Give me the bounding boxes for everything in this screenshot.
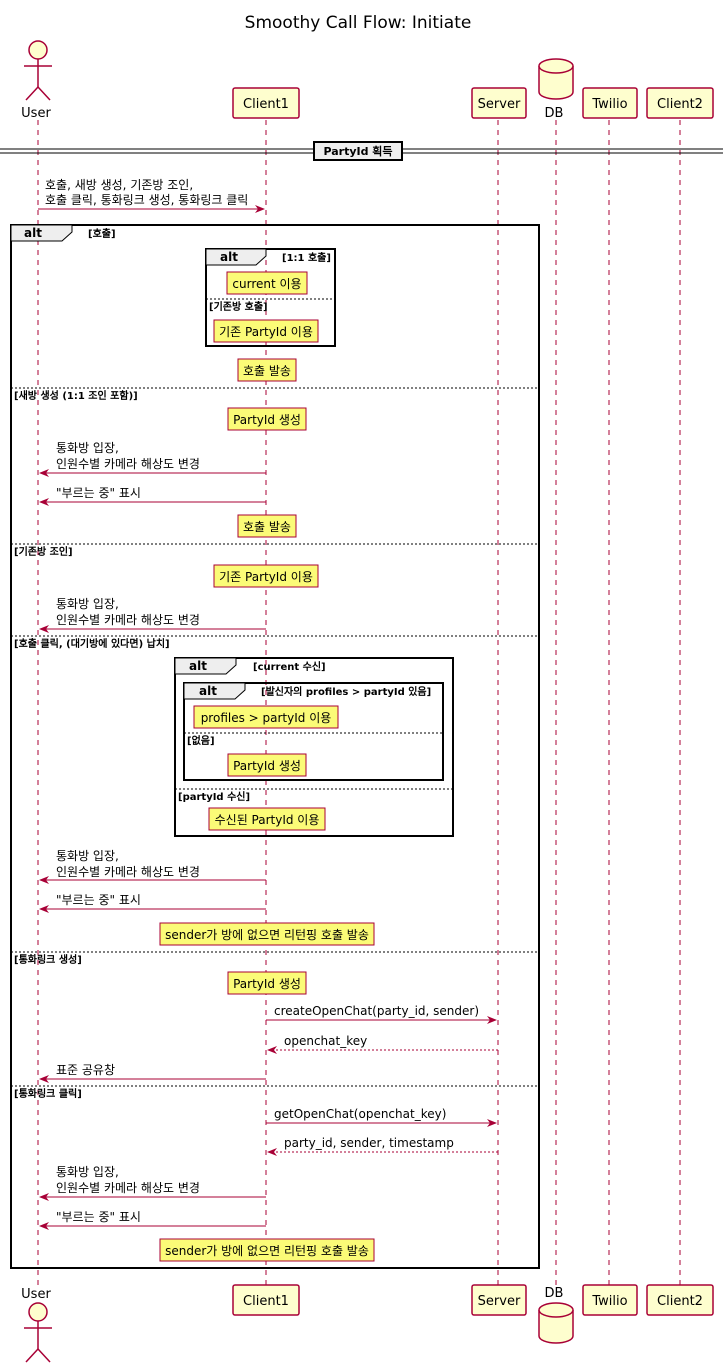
message-label: 호출, 새방 생성, 기존방 조인, [45,178,193,192]
note-text: sender가 방에 없으면 리턴핑 호출 발송 [165,1244,369,1258]
alt-else-guard: [partyId 수신] [178,790,250,803]
message-label: createOpenChat(party_id, sender) [274,1004,479,1018]
alt-keyword: alt [220,250,238,264]
note-text: 호출 발송 [243,520,291,534]
participant-server-box [471,1284,527,1316]
participant-client2-label: Client2 [657,1294,703,1309]
note-box [237,358,297,382]
participant-db-label: DB [545,106,564,121]
message-label: 표준 공유창 [56,1063,115,1077]
alt-else-guard: [통화링크 생성] [14,953,82,966]
note-box [193,705,339,729]
alt-else-guard: [없음] [187,734,215,747]
note-box [227,971,307,995]
note-box [159,922,375,946]
participant-twilio-box [582,1284,638,1316]
note-box [226,271,308,295]
message-label: 인원수별 카메라 해상도 변경 [56,1181,200,1195]
participant-client1-label: Client1 [243,97,289,112]
participants-bottom: User Client1 Server DB Twilio Client2 [21,1284,714,1363]
note-text: PartyId 생성 [233,759,301,773]
note-text: 호출 발송 [243,364,291,378]
participant-client1-box [232,1284,300,1316]
participant-server-label: Server [478,97,521,112]
participant-user-label: User [21,1287,51,1302]
alt-frame-inner: alt [발신자의 profiles > partyId 있음] [없음] [183,682,444,781]
note-box [227,753,307,777]
database-icon [538,1302,574,1344]
database-icon [538,58,574,100]
alt-keyword: alt [189,659,207,673]
alt-frame-inner: alt [1:1 호출] [기존방 호출] [205,248,336,347]
message-label: 통화방 입장, [56,441,119,455]
alt-else-guard: [기존방 호출] [209,300,268,313]
note-text: profiles > partyId 이용 [201,711,332,725]
participant-db-label: DB [545,1286,564,1301]
message-label: 호출 클릭, 통화링크 생성, 통화링크 클릭 [45,193,248,207]
alt-else-guard: [기존방 조인] [14,545,73,558]
note-box [159,1238,375,1262]
divider: PartyId 획득 [0,141,723,161]
alt-else-guard: [호출 클릭, (대기방에 있다면) 납치] [14,637,170,650]
alt-guard: [호출] [88,227,116,240]
message-label: 통화방 입장, [56,1165,119,1179]
note-box [237,514,297,538]
alt-else-guard: [새방 생성 (1:1 조인 포함)] [14,389,138,402]
actor-icon [24,1302,52,1363]
participant-client2-box [646,87,714,119]
participant-client1-box [232,87,300,119]
message-label: party_id, sender, timestamp [284,1136,454,1150]
diagram-title: Smoothy Call Flow: Initiate [245,13,472,33]
note-box [227,407,307,431]
note-text: 기존 PartyId 이용 [219,570,313,584]
alt-keyword: alt [24,226,42,240]
message-label: 인원수별 카메라 해상도 변경 [56,865,200,879]
alt-frame-outer: alt [호출] [10,224,540,1269]
note-text: 기존 PartyId 이용 [219,325,313,339]
participant-client2-label: Client2 [657,97,703,112]
note-box [208,807,326,831]
participant-twilio-label: Twilio [591,97,627,112]
note-text: current 이용 [232,277,301,291]
note-text: PartyId 생성 [233,413,301,427]
alt-frame-inner: alt [current 수신] [partyId 수신] [174,657,454,837]
participants-top: User Client1 Server DB Twilio Client2 [21,40,714,121]
message-label: 통화방 입장, [56,597,119,611]
actor-icon [24,40,52,101]
message-label: openchat_key [284,1034,367,1048]
note-text: sender가 방에 없으면 리턴핑 호출 발송 [165,928,369,942]
note-box [213,564,319,588]
message-label: getOpenChat(openchat_key) [274,1107,446,1121]
divider-label: PartyId 획득 [323,144,392,158]
participant-server-label: Server [478,1294,521,1309]
message-label: "부르는 중" 표시 [56,893,141,907]
alt-guard: [1:1 호출] [282,251,331,264]
alt-else-guard: [통화링크 클릭] [14,1088,82,1100]
note-box [213,319,319,343]
participant-client2-box [646,1284,714,1316]
alt-keyword: alt [199,684,217,698]
alt-guard: [current 수신] [253,660,326,673]
message-label: 통화방 입장, [56,849,119,863]
alt-guard: [발신자의 profiles > partyId 있음] [261,685,431,698]
message-label: 인원수별 카메라 해상도 변경 [56,613,200,627]
participant-server-box [471,87,527,119]
note-text: 수신된 PartyId 이용 [215,813,320,827]
lifelines [37,120,681,1290]
participant-twilio-label: Twilio [591,1294,627,1309]
participant-user-label: User [21,106,51,121]
participant-client1-label: Client1 [243,1294,289,1309]
participant-twilio-box [582,87,638,119]
message-label: "부르는 중" 표시 [56,1210,141,1224]
message-label: "부르는 중" 표시 [56,486,141,500]
note-text: PartyId 생성 [233,977,301,991]
message-label: 인원수별 카메라 해상도 변경 [56,457,200,471]
